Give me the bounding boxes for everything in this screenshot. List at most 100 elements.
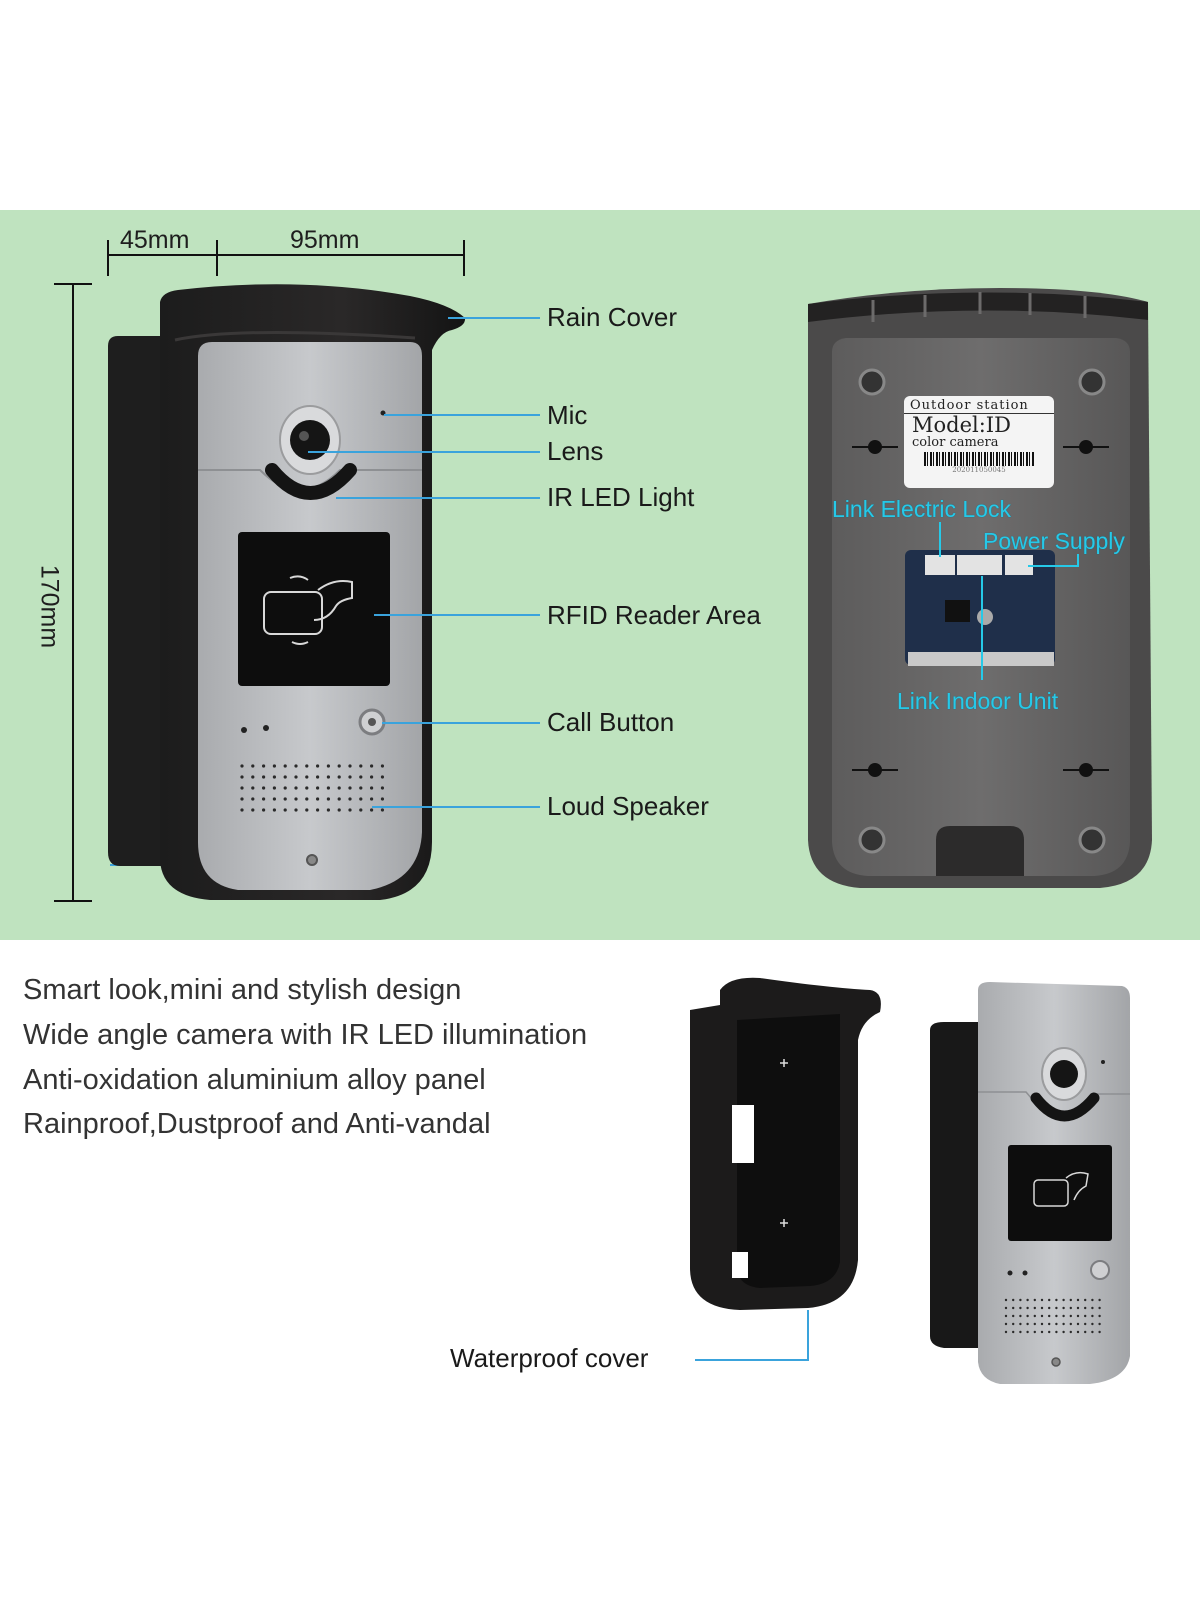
dimension-tick — [107, 240, 109, 276]
speaker-hole — [326, 775, 330, 779]
speaker-hole — [305, 808, 309, 812]
speaker-hole — [1091, 1330, 1094, 1334]
waterproof-cover-leader — [695, 1310, 809, 1361]
speaker-hole — [1033, 1330, 1037, 1334]
speaker-hole — [1055, 1314, 1058, 1318]
barcode — [924, 452, 1034, 466]
back-box — [108, 336, 170, 866]
speaker-hole — [1098, 1322, 1101, 1326]
speaker-hole — [1040, 1322, 1044, 1326]
sticker-line3: color camera — [912, 435, 999, 450]
speaker-hole — [240, 808, 244, 812]
speaker-hole — [1004, 1322, 1008, 1326]
speaker-hole — [1012, 1322, 1015, 1326]
speaker-hole — [1098, 1330, 1101, 1334]
speaker-hole — [1076, 1298, 1080, 1302]
callout-ir-led: IR LED Light — [547, 482, 695, 512]
speaker-hole — [1069, 1298, 1073, 1302]
speaker-hole — [240, 775, 244, 779]
speaker-hole — [1076, 1322, 1080, 1326]
speaker-hole — [1026, 1314, 1029, 1318]
speaker-hole — [1033, 1298, 1037, 1302]
speaker-hole — [283, 786, 287, 790]
speaker-hole — [272, 808, 276, 812]
speaker-hole — [1084, 1314, 1087, 1318]
speaker-hole — [262, 808, 266, 812]
callout-lens: Lens — [547, 436, 604, 466]
depth-dimension-label: 45mm — [120, 226, 190, 254]
speaker-hole — [1040, 1306, 1044, 1310]
dimension-tick — [54, 900, 92, 902]
speaker-hole — [359, 764, 363, 768]
speaker-hole — [251, 797, 255, 801]
speaker-hole — [359, 797, 363, 801]
height-dimension-line — [72, 283, 74, 901]
speaker-hole — [348, 764, 352, 768]
speaker-hole — [359, 808, 363, 812]
speaker-hole — [337, 775, 341, 779]
callout-loud-speaker: Loud Speaker — [547, 791, 709, 821]
speaker-hole — [1055, 1298, 1058, 1302]
speaker-hole — [348, 775, 352, 779]
callout-rfid: RFID Reader Area — [547, 600, 761, 630]
width-dimension-line — [108, 254, 464, 256]
speaker-hole — [1055, 1330, 1058, 1334]
cover-cutout — [732, 1252, 748, 1278]
speaker-hole — [1098, 1306, 1101, 1310]
speaker-hole — [1098, 1298, 1101, 1302]
speaker-hole — [240, 764, 244, 768]
leader-line — [382, 722, 540, 724]
speaker-hole — [1004, 1298, 1008, 1302]
speaker-hole — [305, 797, 309, 801]
speaker-hole — [294, 808, 298, 812]
feature-item: Smart look,mini and stylish design — [23, 974, 462, 1006]
speaker-hole — [1062, 1306, 1065, 1310]
speaker-hole — [1069, 1306, 1073, 1310]
waterproof-cover-illustration — [690, 977, 881, 1310]
speaker-hole — [370, 786, 374, 790]
speaker-hole — [1055, 1306, 1058, 1310]
speaker-hole — [337, 786, 341, 790]
speaker-hole — [326, 786, 330, 790]
speaker-hole — [283, 797, 287, 801]
speaker-hole — [251, 786, 255, 790]
speaker-hole — [1040, 1298, 1044, 1302]
leader-line — [448, 317, 540, 319]
speaker-hole — [294, 775, 298, 779]
speaker-hole — [1012, 1306, 1015, 1310]
speaker-hole — [316, 775, 320, 779]
width-dimension-label: 95mm — [290, 226, 360, 254]
speaker-hole — [283, 775, 287, 779]
speaker-hole — [337, 764, 341, 768]
speaker-hole — [1026, 1306, 1029, 1310]
speaker-hole — [272, 786, 276, 790]
speaker-hole — [337, 808, 341, 812]
speaker-hole — [316, 786, 320, 790]
ir-led-arc — [265, 463, 357, 500]
speaker-hole — [380, 808, 384, 812]
speaker-hole — [262, 775, 266, 779]
leader-line — [374, 614, 540, 616]
speaker-hole — [370, 775, 374, 779]
sticker-line1: Outdoor station — [904, 396, 1054, 414]
cable-notch — [936, 826, 1024, 876]
speaker-hole — [1026, 1322, 1029, 1326]
assembled-unit-illustration — [930, 982, 1130, 1384]
speaker-hole — [1019, 1330, 1022, 1334]
speaker-hole — [380, 764, 384, 768]
speaker-hole — [262, 786, 266, 790]
dimension-tick — [463, 240, 465, 276]
speaker-hole — [359, 786, 363, 790]
speaker-hole — [1084, 1330, 1087, 1334]
speaker-hole — [1084, 1306, 1087, 1310]
speaker-hole — [1019, 1306, 1022, 1310]
sticker-serial: 202011050045 — [952, 466, 1006, 474]
leader-line — [372, 806, 540, 808]
feature-item: Anti-oxidation aluminium alloy panel — [23, 1064, 486, 1096]
speaker-hole — [326, 764, 330, 768]
speaker-hole — [1004, 1314, 1008, 1318]
cover-cutout — [732, 1105, 754, 1163]
speaker-hole — [1076, 1306, 1080, 1310]
speaker-hole — [348, 808, 352, 812]
